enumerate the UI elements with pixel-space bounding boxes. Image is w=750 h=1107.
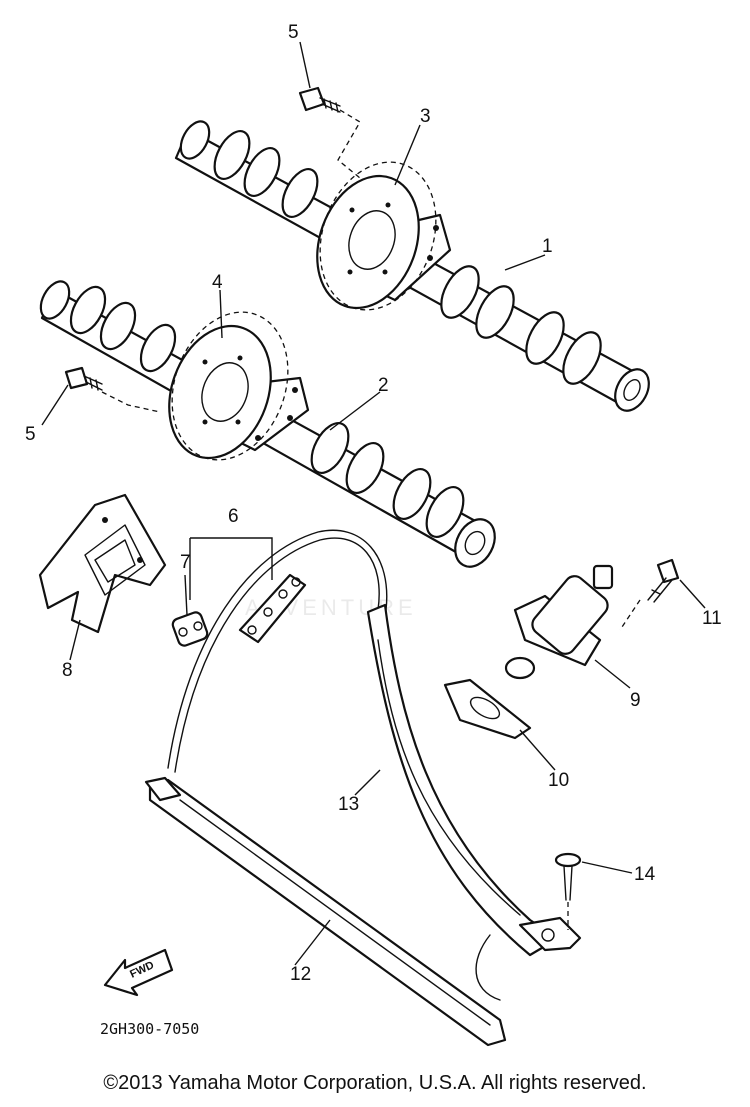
bolt-lower [64, 366, 161, 413]
label-12: 12 [290, 964, 311, 985]
gasket-10 [443, 678, 532, 740]
copyright-text: ©2013 Yamaha Motor Corporation, U.S.A. A… [103, 1072, 647, 1094]
label-2: 2 [378, 375, 389, 396]
tensioner-9 [504, 564, 614, 680]
screw-14 [554, 852, 582, 930]
chain-link-7 [171, 611, 209, 647]
cam-sprocket-lower [168, 311, 289, 461]
fwd-arrow: FWD [103, 948, 174, 997]
bolt-upper [298, 86, 361, 179]
chain-guide-12 [144, 776, 507, 1047]
label-14: 14 [634, 864, 656, 885]
label-5-lower: 5 [25, 424, 36, 445]
tensioner-guide-13 [366, 603, 582, 957]
chain-joint-6 [238, 573, 307, 644]
label-4: 4 [212, 272, 223, 293]
label-3: 3 [420, 106, 431, 127]
bolt-11 [619, 558, 680, 631]
label-11: 11 [702, 608, 722, 629]
label-8: 8 [62, 660, 73, 681]
part-labels: 1 2 3 4 5 5 6 7 8 9 10 11 12 13 14 [25, 22, 722, 985]
label-9: 9 [630, 690, 641, 711]
label-7: 7 [180, 552, 191, 573]
label-5-upper: 5 [288, 22, 299, 43]
label-6: 6 [228, 506, 239, 527]
label-13: 13 [338, 794, 359, 815]
label-10: 10 [548, 770, 569, 791]
chain-guide-8 [38, 493, 167, 634]
diagram-code: 2GH300-7050 [100, 1020, 199, 1038]
label-1: 1 [542, 236, 553, 257]
cam-chain [167, 529, 501, 1001]
leader-lines [41, 41, 706, 966]
